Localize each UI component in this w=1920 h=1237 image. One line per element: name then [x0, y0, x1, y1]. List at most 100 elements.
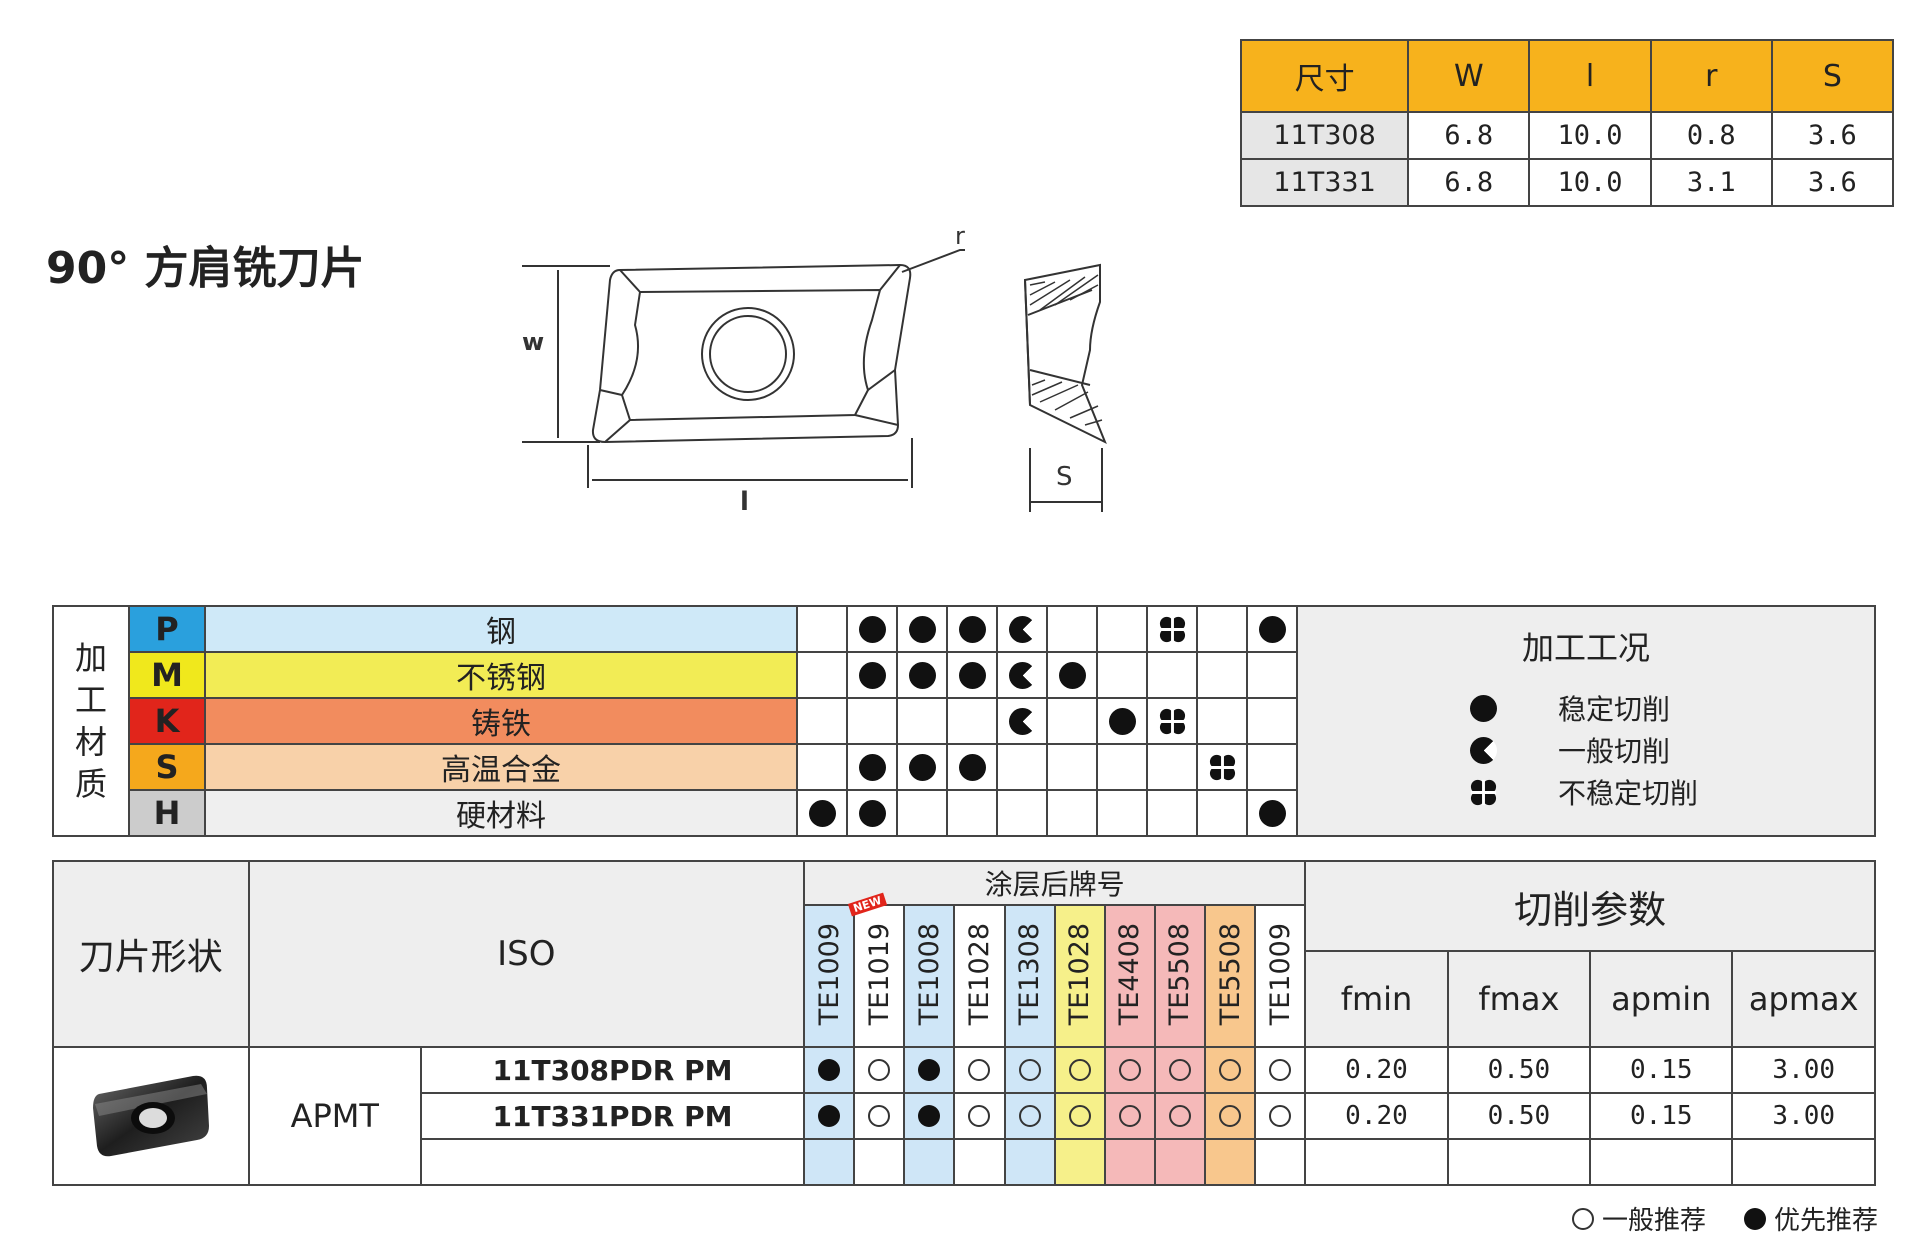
- insert-drawing: w l r S: [522, 222, 1107, 517]
- material-grade-cell: [946, 743, 998, 791]
- grade-name: TE1028: [963, 922, 995, 1026]
- grade-mark-cell: [903, 1092, 956, 1140]
- shape-header: 刀片形状: [52, 860, 250, 1048]
- insert-side-view: [1023, 263, 1107, 445]
- material-grade-cell: [1246, 651, 1298, 699]
- material-grade-cell: [896, 697, 948, 745]
- param-value: 0.50: [1446, 1092, 1592, 1140]
- general-cut-icon: [1469, 736, 1497, 764]
- param-value: 0.15: [1589, 1046, 1734, 1094]
- dim-cell: 3.6: [1770, 158, 1895, 207]
- material-grade-cell: [1096, 651, 1148, 699]
- series-name: APMT: [247, 1046, 423, 1186]
- grade-name: TE1019: [863, 922, 895, 1026]
- stable-cut-icon: [908, 753, 936, 781]
- grade-mark-cell: [1053, 1092, 1106, 1140]
- grade-mark-cell: [1003, 1092, 1056, 1140]
- material-grade-cell: [796, 651, 848, 699]
- grade-name-cell: TE1009: [803, 904, 856, 1048]
- material-grade-cell: [896, 789, 948, 837]
- material-grade-cell: [1046, 605, 1098, 653]
- grade-name-cell: TE1308: [1003, 904, 1056, 1048]
- dimension-header-row: 尺寸 W l r S: [1239, 39, 1895, 113]
- general-icon: [1219, 1105, 1242, 1127]
- grade-mark-cell: [1053, 1046, 1106, 1094]
- dot-icon: [1744, 1207, 1767, 1230]
- general-cut-icon: [1008, 661, 1036, 689]
- material-code: M: [128, 651, 206, 699]
- grade-mark-cell: [853, 1092, 906, 1140]
- material-grade-cell: [996, 743, 1048, 791]
- stable-cut-icon: [1258, 615, 1286, 643]
- material-name: 高温合金: [204, 743, 798, 791]
- grade-name: TE4408: [1114, 922, 1146, 1026]
- stable-cut-icon: [908, 615, 936, 643]
- dim-cell: 3.1: [1649, 158, 1773, 207]
- material-code: H: [128, 789, 206, 837]
- param-name: apmax: [1731, 950, 1876, 1048]
- condition-title: 加工工况: [1521, 629, 1650, 667]
- grade-name-cell: TE1008: [903, 904, 956, 1048]
- legend-general: 一般推荐: [1602, 1206, 1707, 1236]
- grade-name-cell: TE5508: [1153, 904, 1207, 1048]
- general-icon: [1068, 1105, 1091, 1127]
- material-grade-cell: [1096, 697, 1148, 745]
- material-grade-cell: [1246, 605, 1298, 653]
- param-name: fmax: [1446, 950, 1592, 1048]
- insert-photo-icon: [92, 1075, 209, 1157]
- grade-mark-cell: [1254, 1092, 1307, 1140]
- param-value: 0.20: [1304, 1092, 1449, 1140]
- condition-legend: 加工工况 稳定切削 一般切削 不稳定切削: [1296, 605, 1876, 837]
- param-value: 0.50: [1446, 1046, 1592, 1094]
- param-value: 0.15: [1589, 1092, 1734, 1140]
- preferred-icon: [918, 1059, 941, 1081]
- params-header: 切削参数: [1304, 860, 1876, 952]
- material-grade-cell: [896, 651, 948, 699]
- stable-cut-icon: [858, 753, 886, 781]
- dim-cell: 6.8: [1407, 111, 1531, 160]
- general-icon: [1068, 1059, 1091, 1081]
- grade-mark-cell: [903, 1046, 956, 1094]
- material-grade-cell: [946, 789, 998, 837]
- general-cut-icon: [1008, 615, 1036, 643]
- unstable-cut-icon: [1209, 754, 1235, 780]
- grade-mark-cell: [953, 1092, 1006, 1140]
- unstable-cut-icon: [1159, 616, 1185, 642]
- material-grade-cell: [1196, 743, 1248, 791]
- page-title: 90° 方肩铣刀片: [46, 243, 365, 294]
- grade-mark-cell: [1204, 1092, 1257, 1140]
- material-code: P: [128, 605, 206, 653]
- insert-hole: [701, 307, 795, 401]
- grade-name: TE1008: [913, 922, 945, 1026]
- grade-name: TE1009: [1264, 922, 1296, 1026]
- preferred-icon: [818, 1105, 841, 1127]
- material-name: 钢: [204, 605, 798, 653]
- dim-cell: 11T331: [1239, 158, 1410, 207]
- stable-cut-icon: [858, 799, 886, 827]
- general-icon: [1168, 1105, 1191, 1127]
- material-grade-cell: [1196, 789, 1248, 837]
- stable-cut-icon: [1469, 694, 1497, 722]
- general-icon: [968, 1105, 991, 1127]
- param-name: fmin: [1304, 950, 1449, 1048]
- dim-cell: 0.8: [1649, 111, 1773, 160]
- insert-image-cell: [52, 1046, 250, 1186]
- material-grade-cell: [846, 743, 898, 791]
- grade-mark-cell: [803, 1092, 856, 1140]
- material-name: 铸铁: [204, 697, 798, 745]
- unstable-cut-icon: [1159, 708, 1185, 734]
- label-l: l: [740, 487, 749, 517]
- material-code: K: [128, 697, 206, 745]
- material-grade-cell: [796, 789, 848, 837]
- material-grade-cell: [846, 605, 898, 653]
- stable-cut-icon: [958, 753, 986, 781]
- material-grade-cell: [996, 697, 1048, 745]
- material-grade-cell: [1196, 605, 1248, 653]
- dim-header: 尺寸: [1239, 39, 1410, 113]
